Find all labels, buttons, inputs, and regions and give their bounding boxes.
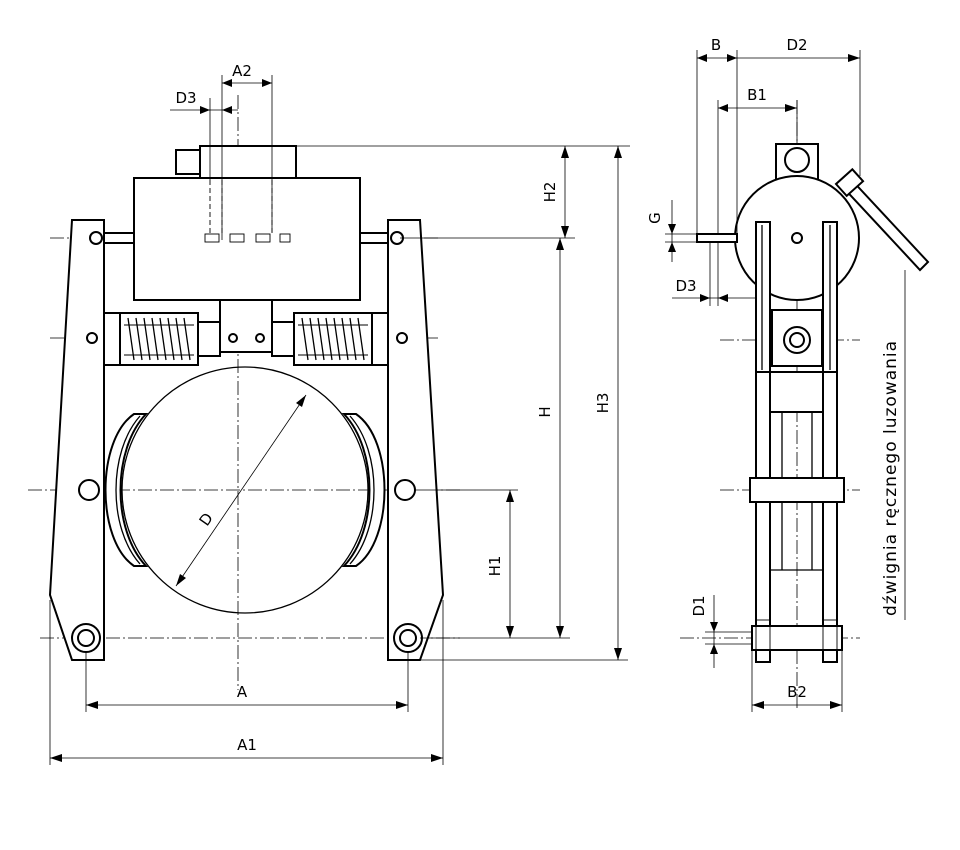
center-bracket	[219, 299, 273, 353]
right-brake-lining	[349, 415, 375, 565]
label-D2: D2	[786, 36, 807, 54]
side-stub-G	[696, 233, 738, 243]
front-dimensions: A A1 A2 D3 H2 H	[49, 62, 630, 765]
label-B1: B1	[747, 86, 767, 104]
bracket-pin-left	[228, 333, 238, 343]
label-D3-front: D3	[175, 89, 196, 107]
front-view: D	[28, 95, 460, 690]
left-spring-assembly	[103, 312, 221, 366]
gearbox-shaft-inner	[789, 332, 805, 348]
right-lever-arm	[387, 219, 445, 661]
right-spring-pin	[396, 332, 408, 344]
label-H2: H2	[541, 182, 559, 203]
drum-circle	[121, 366, 369, 614]
left-lever-arm	[48, 219, 105, 661]
left-brake-lining	[115, 415, 141, 565]
bracket-pin-right	[255, 333, 265, 343]
right-base-pin-inner	[399, 629, 417, 647]
side-bottom-pin	[751, 625, 843, 651]
label-D3-side: D3	[675, 277, 696, 295]
side-mid-pivot	[749, 477, 845, 503]
top-lifting-eye-hole	[784, 147, 810, 173]
annotation-manual-release-lever: dźwignia ręcznego luzowania	[881, 340, 901, 616]
actuator-inner-bolt-4	[279, 233, 291, 243]
right-spring-assembly	[271, 312, 389, 366]
right-shoe-pivot	[394, 479, 416, 501]
side-frame-right	[822, 371, 838, 663]
label-B2: B2	[787, 683, 807, 701]
manual-release-lever	[834, 167, 930, 272]
side-left-arm-upper	[755, 221, 771, 373]
label-H: H	[536, 406, 554, 417]
label-A: A	[237, 683, 248, 701]
left-upper-pin	[89, 231, 103, 245]
label-H1: H1	[486, 556, 504, 577]
diameter-line	[175, 394, 307, 587]
actuator-inner-bolt-2	[229, 233, 245, 243]
side-dimensions: B D2 B1 G D3 D1	[646, 36, 861, 712]
label-A1: A1	[237, 736, 257, 754]
label-G: G	[646, 212, 664, 224]
left-spring-pin	[86, 332, 98, 344]
left-brake-shoe	[104, 413, 149, 567]
side-disc-pin	[791, 232, 803, 244]
actuator-inner-bolt-1	[204, 233, 220, 243]
actuator-body	[133, 177, 361, 301]
label-A2: A2	[232, 62, 252, 80]
label-B: B	[711, 36, 721, 54]
side-frame-left	[755, 371, 771, 663]
label-D1: D1	[690, 595, 708, 616]
label-H3: H3	[594, 393, 612, 414]
actuator-inner-bolt-3	[255, 233, 271, 243]
left-upper-pin-stub	[103, 232, 135, 244]
left-base-pin-inner	[77, 629, 95, 647]
left-shoe-pivot	[78, 479, 100, 501]
right-upper-pin-stub	[359, 232, 389, 244]
actuator-side-plug	[175, 149, 201, 175]
side-view: dźwignia ręcznego luzowania	[680, 100, 930, 710]
label-D: D	[196, 509, 217, 529]
actuator-cap	[199, 145, 297, 180]
right-brake-shoe	[341, 413, 386, 567]
side-frame-top-plate	[769, 371, 824, 413]
